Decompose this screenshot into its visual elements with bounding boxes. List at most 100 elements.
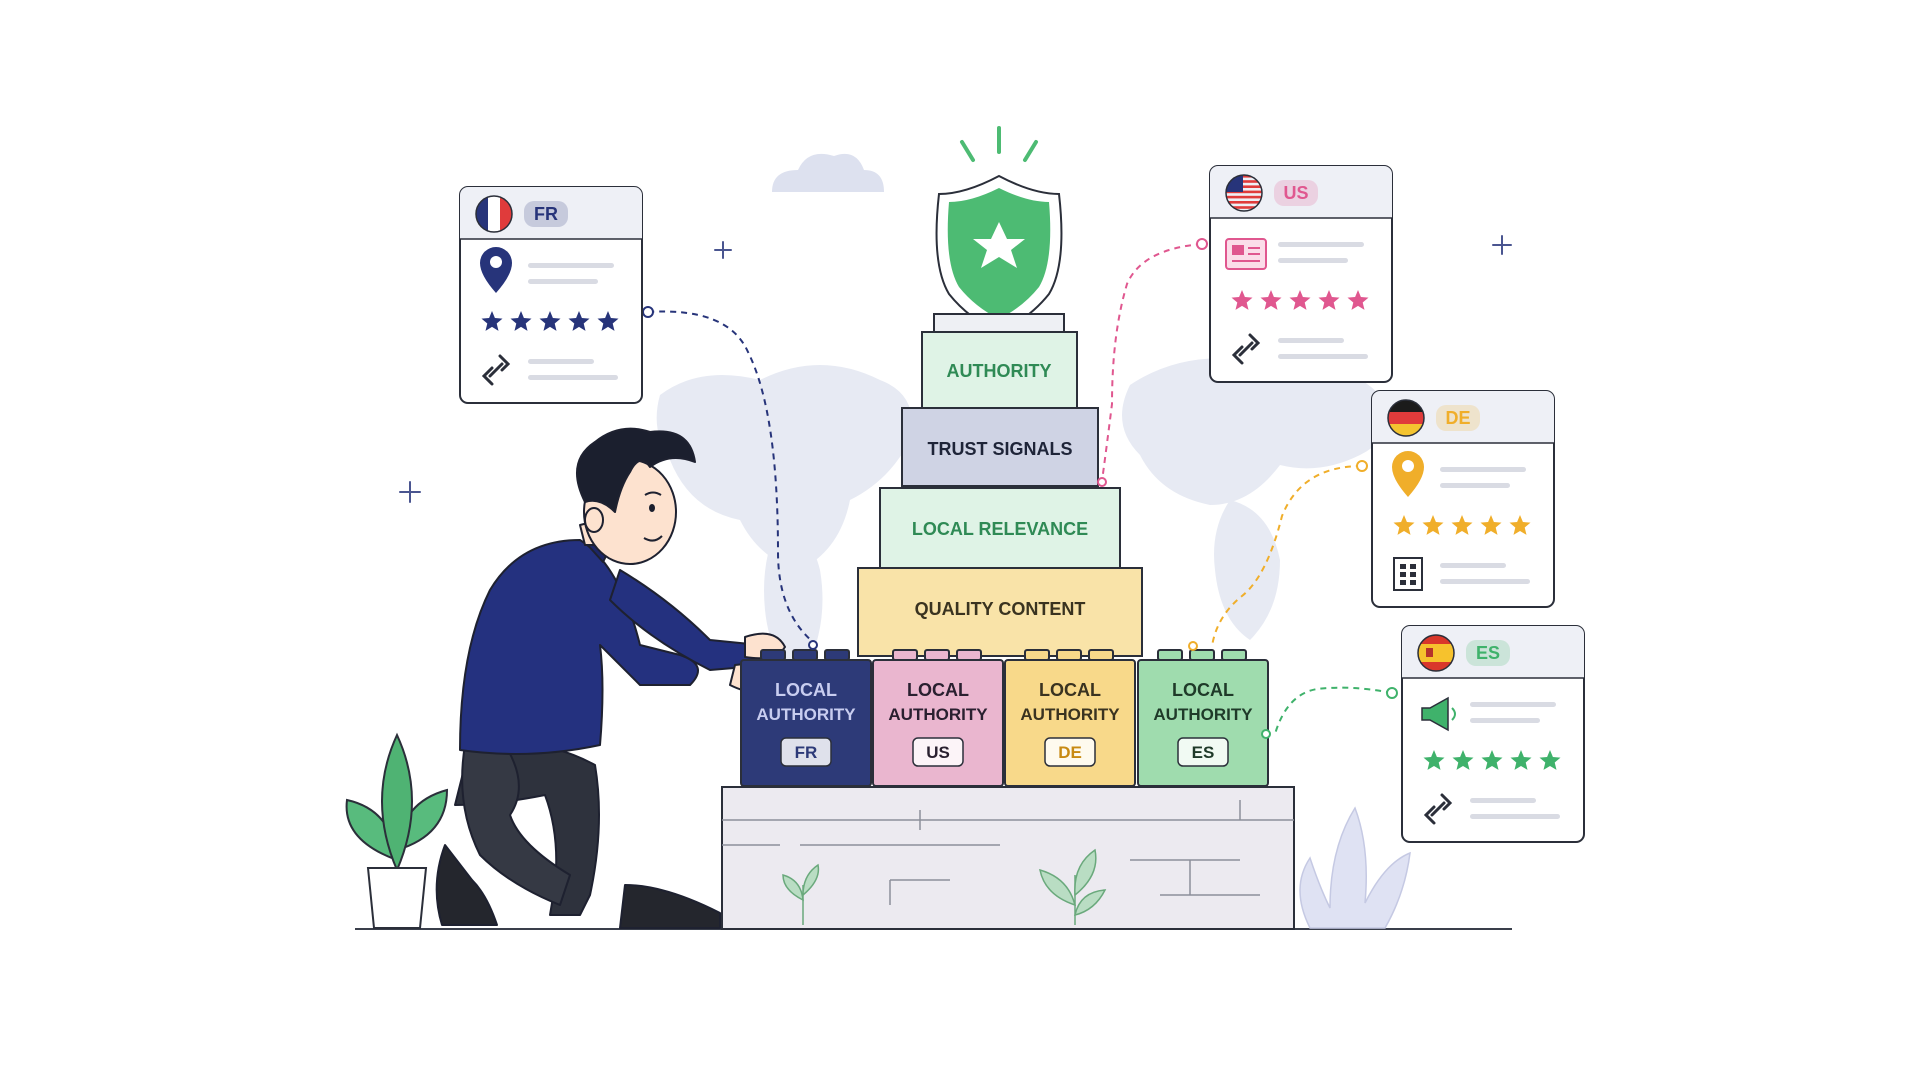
flag-usa-icon [1225,174,1263,212]
small-plant-icon [1039,848,1107,925]
block-body [1004,659,1136,787]
block-label-line1: LOCAL [1039,680,1101,700]
shield-star-icon [933,126,1065,334]
block-stud [956,649,982,661]
block-country-code: ES [1192,743,1215,762]
country-code: DE [1445,408,1470,428]
link-icon [481,354,511,386]
block-code-badge [1044,737,1096,767]
block-stud [1221,649,1247,661]
connector-es [1274,686,1393,735]
country-code-badge [1466,640,1510,666]
block-body [1137,659,1269,787]
connector-lines [647,243,1393,735]
document-card-icon [1225,238,1267,270]
connector-us [1101,243,1203,482]
small-plant-icon [782,863,820,925]
country-code: US [1283,183,1308,203]
country-card-de: DE [1371,390,1555,608]
star-icon [481,311,503,331]
star-icon [1260,290,1282,310]
sparkle-icon [714,241,732,259]
building-icon [1393,557,1423,591]
block-label-line2: AUTHORITY [1153,705,1253,724]
connector-fr [647,310,814,643]
pyramid-layer-quality-content: QUALITY CONTENT [857,567,1143,657]
link-icon [1231,333,1261,365]
pyramid-layer-label: QUALITY CONTENT [915,599,1086,619]
block-label-line2: AUTHORITY [756,705,856,724]
block-stud [892,649,918,661]
pyramid-layer-local-relevance: LOCAL RELEVANCE [879,487,1121,569]
block-stud [824,649,850,661]
block-label-line1: LOCAL [775,680,837,700]
star-icon [1452,750,1474,770]
country-card-fr: FR [459,186,643,404]
block-country-code: US [926,743,950,762]
cloud [772,153,884,192]
star-icon [539,311,561,331]
star-icon [597,311,619,331]
country-card-es: ES [1401,625,1585,843]
country-code-badge [1274,180,1318,206]
block-stud [924,649,950,661]
star-icon [510,311,532,331]
block-country-code: DE [1058,743,1082,762]
block-country-code: FR [795,743,818,762]
star-icon [1318,290,1340,310]
star-icon [1451,515,1473,535]
connector-endpoints [642,238,1398,739]
flag-germany-icon [1387,399,1425,437]
block-stud [1024,649,1050,661]
flag-spain-icon [1417,634,1455,672]
local-authority-block-us: LOCAL AUTHORITY US [872,649,1004,787]
pyramid-layer-label: LOCAL RELEVANCE [912,519,1088,539]
block-stud [1088,649,1114,661]
block-code-badge [1177,737,1229,767]
local-authority-block-fr: LOCAL AUTHORITY FR [740,649,872,787]
local-authority-block-es: LOCAL AUTHORITY ES [1137,649,1269,787]
block-body [872,659,1004,787]
bush [1299,806,1411,929]
block-code-badge [780,737,832,767]
link-icon [1423,793,1453,825]
block-label-line1: LOCAL [1172,680,1234,700]
block-code-badge [912,737,964,767]
connector-de [1211,465,1363,647]
map-pin-icon [480,247,512,293]
stone-wall [721,786,1295,930]
person-figure [435,427,786,929]
star-icon [1347,290,1369,310]
star-icon [1510,750,1532,770]
country-code-badge [524,201,568,227]
block-stud [1189,649,1215,661]
block-label-line2: AUTHORITY [1020,705,1120,724]
star-icon [568,311,590,331]
star-icon [1393,515,1415,535]
block-stud [760,649,786,661]
pyramid-layer-trust-signals: TRUST SIGNALS [901,407,1099,487]
sparkle-icon [399,481,421,503]
country-code: ES [1476,643,1500,663]
star-icon [1509,515,1531,535]
country-code: FR [534,204,558,224]
star-icon [1481,750,1503,770]
sparkle-icon [1492,235,1512,255]
local-authority-blocks: LOCAL AUTHORITY FR LOCAL AUTHORITY US LOCAL AUT… [740,649,1269,787]
pyramid-layer-label: AUTHORITY [947,361,1052,381]
block-stud [1056,649,1082,661]
flag-france-icon [475,195,513,233]
local-authority-block-de: LOCAL AUTHORITY DE [1004,649,1136,787]
block-stud [1157,649,1183,661]
block-label-line2: AUTHORITY [888,705,988,724]
country-card-us: US [1209,165,1393,383]
star-icon [1422,515,1444,535]
block-label-line1: LOCAL [907,680,969,700]
block-stud [792,649,818,661]
pyramid-layer-label: TRUST SIGNALS [927,439,1072,459]
pyramid-layer-authority: AUTHORITY [921,331,1078,409]
star-icon [1539,750,1561,770]
country-cards: FR US DE ES [459,165,1585,843]
star-icon [1423,750,1445,770]
